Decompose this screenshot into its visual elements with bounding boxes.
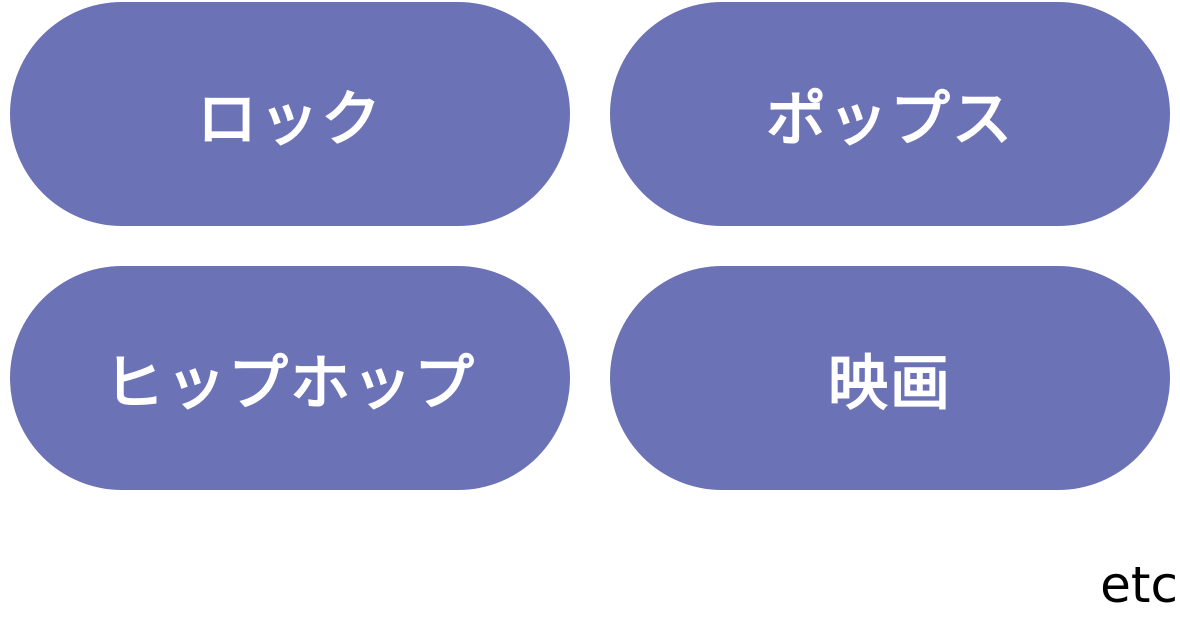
genre-button-rock[interactable]: ロック: [10, 2, 570, 226]
genre-button-movie[interactable]: 映画: [610, 266, 1170, 490]
etc-label: etc: [1100, 556, 1178, 614]
genre-button-pops[interactable]: ポップス: [610, 2, 1170, 226]
genre-button-hiphop[interactable]: ヒップホップ: [10, 266, 570, 490]
